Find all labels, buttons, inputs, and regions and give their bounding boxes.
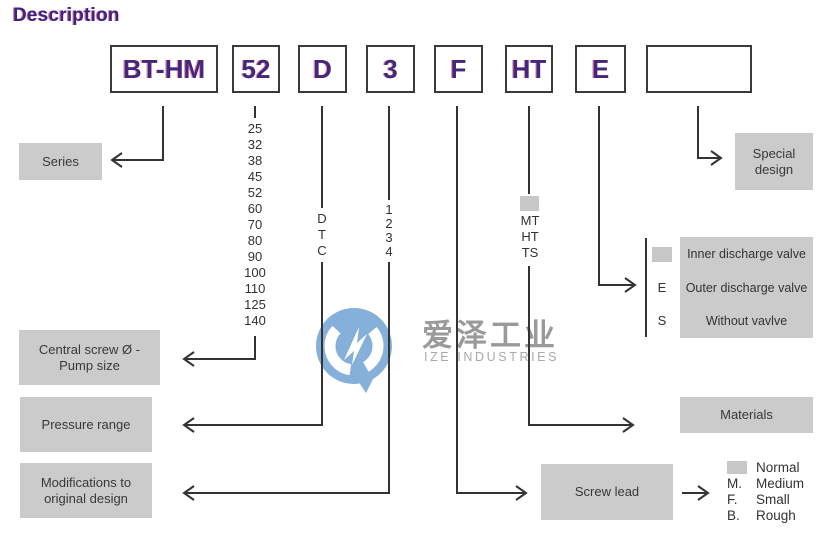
- pump-size-option: 100: [244, 265, 266, 280]
- material-option: TS: [521, 245, 539, 260]
- pump-size-option: 90: [247, 249, 263, 264]
- screw-lead-option-normal: Normal: [727, 459, 804, 475]
- screw-lead-option-label: Medium: [756, 475, 805, 491]
- code-box-modification: 3: [366, 45, 415, 93]
- ize-logo-icon: [316, 308, 392, 393]
- pump-size-option: 70: [247, 217, 263, 232]
- screw-lead-option-label: Small: [756, 491, 790, 507]
- valve-option-without: Without vavlve: [705, 314, 788, 329]
- materials-label: Materials: [680, 397, 813, 433]
- pressure-option: C: [317, 243, 327, 258]
- pump-size-option: 110: [244, 281, 266, 296]
- valve-option-inner: Inner discharge valve: [687, 246, 806, 261]
- valve-key-s: S: [657, 313, 667, 328]
- modification-option: 1: [385, 202, 393, 217]
- screw-lead-normal-swatch: [727, 461, 747, 475]
- pressure-option: D: [317, 211, 327, 226]
- valve-option-outer: Outer discharge valve: [685, 280, 808, 295]
- code-box-material: HT: [505, 45, 553, 93]
- pump-size-option: 25: [247, 121, 263, 136]
- material-normal-swatch: [520, 196, 539, 211]
- modification-option: 3: [385, 230, 393, 245]
- pump-size-option: 60: [247, 201, 263, 216]
- screw-lead-option-key: M.: [727, 475, 742, 491]
- modifications-label: Modifications to original design: [20, 463, 152, 518]
- material-option: MT: [520, 213, 540, 228]
- screw-lead-options: Normal M. Medium F. Small B. Rough: [727, 459, 804, 523]
- pressure-range-label: Pressure range: [20, 397, 152, 452]
- central-screw-label: Central screw Ø - Pump size: [19, 330, 160, 385]
- series-label: Series: [19, 143, 102, 180]
- pump-size-option: 80: [247, 233, 263, 248]
- code-box-size: 52: [232, 45, 280, 93]
- watermark-chinese-text: 爱泽工业: [422, 318, 558, 354]
- modification-options: 1 2 3 4: [373, 203, 405, 259]
- code-box-series: BT-HM: [110, 45, 218, 93]
- screw-lead-option-rough: B. Rough: [727, 507, 804, 523]
- valve-inner-swatch: [652, 247, 672, 262]
- code-box-valve: E: [575, 45, 626, 93]
- material-option: HT: [521, 229, 539, 244]
- modification-option: 2: [385, 216, 393, 231]
- pump-size-option: 45: [247, 169, 263, 184]
- special-design-label: Special design: [735, 133, 813, 190]
- screw-lead-option-medium: M. Medium: [727, 475, 804, 491]
- screw-lead-option-key: B.: [727, 507, 740, 523]
- pump-size-option: 125: [244, 297, 266, 312]
- screw-lead-option-label: Rough: [756, 507, 796, 523]
- screw-lead-option-small: F. Small: [727, 491, 804, 507]
- code-box-special: [646, 45, 752, 93]
- pressure-option: T: [318, 227, 326, 242]
- code-box-screw-lead: F: [434, 45, 483, 93]
- screw-lead-option-label: Normal: [756, 459, 800, 475]
- screw-lead-option-key: F.: [727, 491, 738, 507]
- material-options: MT HT TS: [511, 213, 549, 261]
- valve-key-e: E: [657, 280, 667, 295]
- page-title: Description: [13, 5, 120, 26]
- code-box-pressure: D: [298, 45, 347, 93]
- valve-options-box: Inner discharge valve Outer discharge va…: [680, 237, 813, 338]
- pump-size-options: 25 32 38 45 52 60 70 80 90 100 110 125 1…: [228, 121, 282, 329]
- pump-size-option: 38: [247, 153, 263, 168]
- pump-size-option: 52: [247, 185, 263, 200]
- screw-lead-label: Screw lead: [541, 464, 673, 520]
- pump-size-option: 140: [244, 313, 266, 328]
- modification-option: 4: [385, 244, 393, 259]
- pump-size-option: 32: [247, 137, 263, 152]
- pressure-range-options: D T C: [306, 211, 338, 259]
